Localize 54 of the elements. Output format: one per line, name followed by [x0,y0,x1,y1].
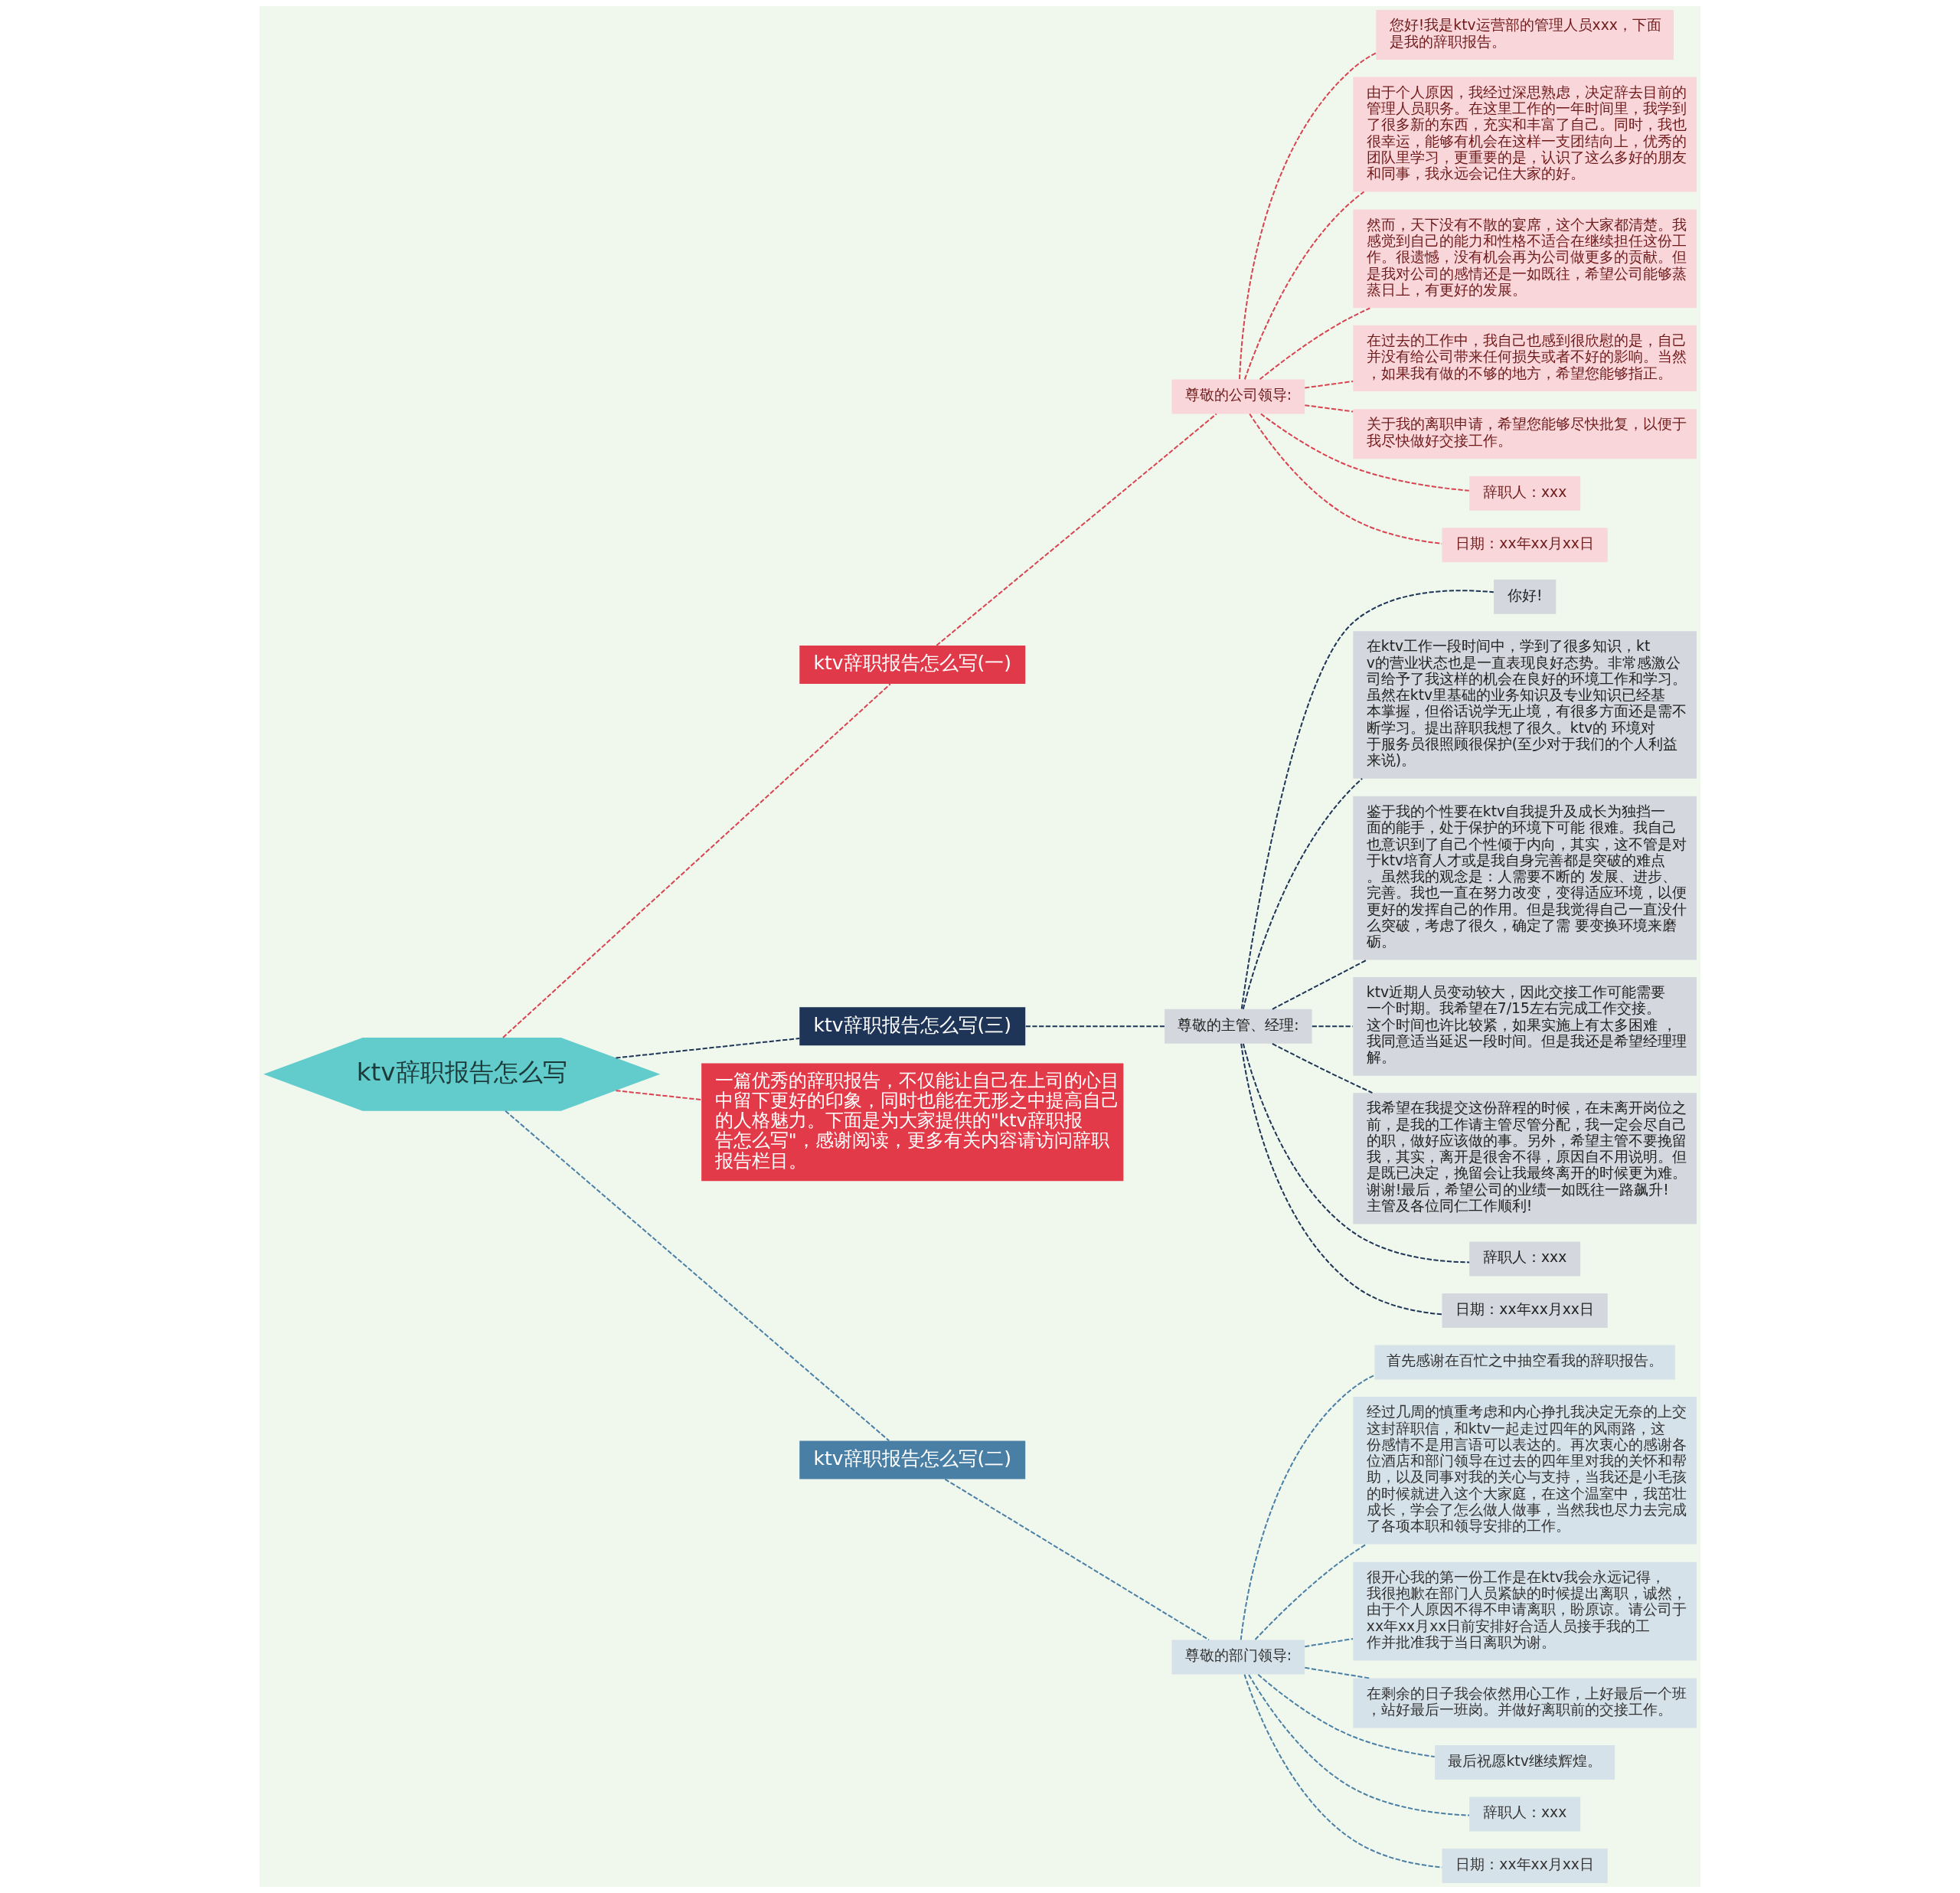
connector [1242,777,1364,1010]
node-box: 日期：xx年xx月xx日 [1442,1293,1608,1329]
node-box: 很开心我的第一份工作是在ktv我会永远记得，我很抱歉在部门人员紧缺的时候提出离职，诚然，由于个人原因不得不申请离职，盼原谅。请公司于xx年xx月xx日前安排好合适人员接手我的工作并批准我于当日离职为谢。 [1353,1561,1697,1661]
connector [1240,590,1494,1010]
connector [501,683,891,1038]
node-box: 辞职人：xxx [1469,1797,1581,1832]
connector [1243,191,1365,381]
connector [1242,1042,1471,1264]
connector [1239,52,1377,381]
node-box: 日期：xx年xx月xx日 [1442,1849,1608,1883]
connector [1257,1673,1436,1758]
connector [615,1037,801,1059]
node-box: ktv近期人员变动较大，因此交接工作可能需要一个时期。我希望在7/15左右完成工作交接。这个时间也许比较紧，如果实施上有太多困难 ，我同意适当延迟一段时间。但是我还是希望经理理解。 [1353,977,1697,1076]
node-box: 最后祝愿ktv继续辉煌。 [1435,1745,1615,1780]
node-box: 鉴于我的个性要在ktv自我提升及成长为独挡一面的能手，处于保护的环境下可能 很难。我自己也意识到了自己个性倾于内向，其实，这不管是对于ktv培育人才或是我自身完善都是突破的难点。虽然我的观念是：人需要不断的 发展、进步、完善。我也一直在努力改变，变得适应环境，以便更好的发挥自己的作用。但是我觉得自己一直没什么突破，考虑了很久，确定了需 要变换环境来磨砺。 [1353,796,1697,960]
node-box: 由于个人原因，我经过深思熟虑，决定辞去目前的管理人员职务。在这里工作的一年时间里，我学到了很多新的东西，充实和丰富了自己。同时，我也很幸运，能够有机会在这样一支团结向上，优秀的团队里学习，更重要的是，认识了这么多好的朋友和同事，我永远会记住大家的好。 [1353,77,1697,192]
node-box: ktv辞职报告怎么写(一) [799,645,1026,684]
node-box: 我希望在我提交这份辞程的时候，在未离开岗位之前，是我的工作请主管尽管分配，我一定会尽自己的职，做好应该做的事。另外，希望主管不要挽留我，其实，离开是很舍不得，原因自不用说明。但是既已决定，挽留会让我最终离开的时候更为难。谢谢!最后，希望公司的业绩一如既往一路飙升!主管及各位同仁工作顺利! [1353,1093,1697,1224]
connector [1304,1638,1354,1648]
node-box: 在过去的工作中，我自己也感到很欣慰的是，自己并没有给公司带来任何损失或者不好的影响。当然，如果我有做的不够的地方，希望您能够指正。 [1353,325,1697,392]
connector [1271,959,1367,1010]
node-box: 尊敬的公司领导: [1171,379,1305,414]
connector [1304,381,1354,389]
node-box: 尊敬的部门领导: [1171,1640,1305,1675]
node-box: ktv辞职报告怎么写(三) [799,1007,1026,1046]
connector [1259,307,1371,381]
node-box: 经过几周的慎重考虑和内心挣扎我决定无奈的上交这封辞职信，和ktv一起走过四年的风雨路，这份感情不是用言语可以表达的。再次衷心的感谢各位酒店和部门领导在过去的四年里对我的关怀和帮助，以及同事对我的关心与支持，当我还是小毛孩的时候就进入这个大家庭，在这个温室中，我茁壮成长，学会了怎么做人做事，当然我也尽力去完成了各项本职和领导安排的工作。 [1353,1397,1697,1545]
node-box: 一篇优秀的辞职报告，不仅能让自己在上司的心目中留下更好的印象，同时也能在无形之中提高自己的人格魅力。下面是为大家提供的"ktv辞职报告怎么写"，感谢阅读，更多有关内容请访问辞职报告栏目。 [701,1063,1124,1182]
node-box: 辞职人：xxx [1469,1241,1581,1277]
node-box: 辞职人：xxx [1469,476,1581,511]
connector [936,413,1217,646]
node-box: 日期：xx年xx月xx日 [1442,528,1608,563]
node-box: 你好! [1494,579,1557,614]
connector [1240,1374,1376,1641]
connector [944,1478,1210,1641]
node-box: 尊敬的主管、经理: [1165,1009,1312,1044]
connector [1248,1673,1471,1816]
node-box: 您好!我是ktv运营部的管理人员xxx，下面是我的辞职报告。 [1376,10,1674,60]
node-box: ktv辞职报告怎么写(二) [799,1440,1026,1479]
node-box: 然而，天下没有不散的宴席，这个大家都清楚。我感觉到自己的能力和性格不适合在继续担任这份工作。很遗憾，没有机会再为公司做更多的贡献。但是我对公司的感情还是一如既往，希望公司能够蒸蒸日上，有更好的发展。 [1353,209,1697,309]
node-box: 在剩余的日子我会依然用心工作，上好最后一个班，站好最后一班岗。并做好离职前的交接工作。 [1353,1678,1697,1728]
connector [1271,1043,1374,1094]
connector [1024,1025,1165,1028]
connector [1240,1042,1443,1316]
connector [1259,413,1470,492]
connector [1304,404,1354,413]
connector [1304,1666,1370,1679]
node-box: 在ktv工作一段时间中，学到了很多知识，ktv的营业状态也是一直表现良好态势。非常感激公司给予了我这样的机会在良好的环境工作和学习。虽然在ktv里基础的业务知识及专业知识已经基本掌握，但俗话说学无止境，有很多方面还是需不断学习。提出辞职我想了很久。ktv的 环境对于服务员很照顾很保护(至少对于我们的个人利益来说)。 [1353,631,1697,779]
connector [615,1090,702,1101]
node-box: 首先感谢在百忙之中抽空看我的辞职报告。 [1374,1345,1675,1380]
node-box: 关于我的离职申请，希望您能够尽快批复，以便于我尽快做好交接工作。 [1353,409,1697,459]
connector [1254,1543,1367,1641]
connector [505,1110,890,1442]
connector [1311,1025,1354,1028]
